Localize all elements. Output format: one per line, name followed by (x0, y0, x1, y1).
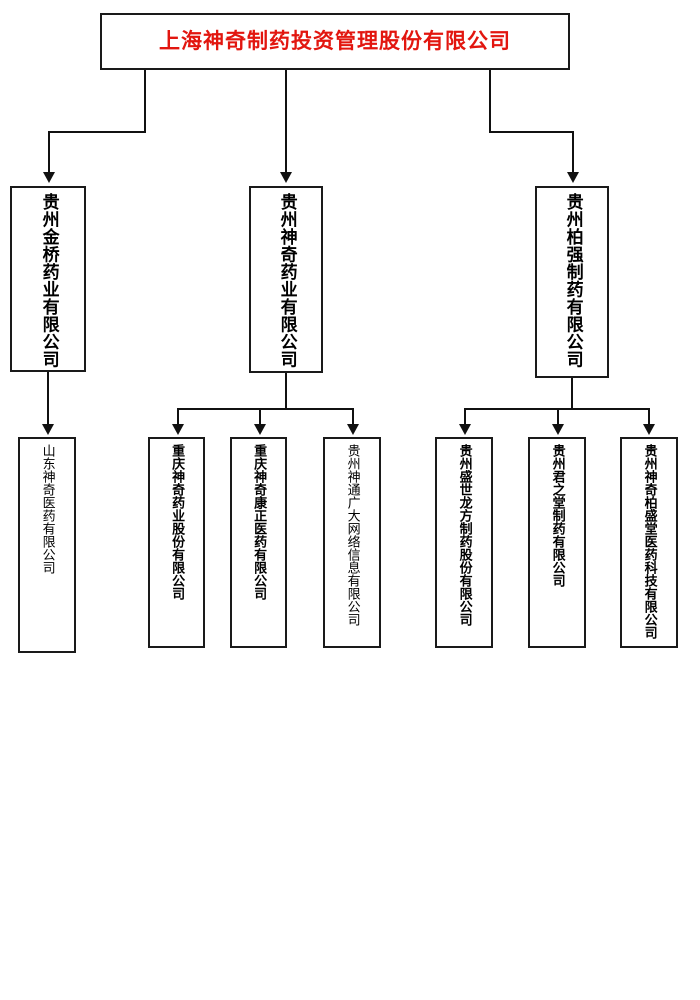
connector-baiqiang-drop-3 (648, 408, 650, 428)
connector-root-mid-v (285, 70, 287, 176)
org-node-root[interactable]: 上海神奇制药投资管理股份有限公司 (100, 13, 570, 70)
org-node-chongqing-kangzheng-label: 重庆神奇康正医药有限公司 (251, 444, 267, 600)
arrow-root-to-baiqiang (567, 172, 579, 183)
connector-root-right-v2 (572, 131, 574, 175)
org-node-shenqi-label: 贵州神奇药业有限公司 (276, 193, 297, 368)
connector-shenqi-drop-2 (259, 408, 261, 428)
org-node-baiqiang[interactable]: 贵州柏强制药有限公司 (535, 186, 609, 378)
connector-root-right-h (489, 131, 574, 133)
arrow-shenqi-to-chongqing-shenqi (172, 424, 184, 435)
connector-baiqiang-drop-1 (464, 408, 466, 428)
org-node-chongqing-shenqi[interactable]: 重庆神奇药业股份有限公司 (148, 437, 205, 648)
arrow-root-to-shenqi (280, 172, 292, 183)
org-node-shandong[interactable]: 山东神奇医药有限公司 (18, 437, 76, 653)
connector-root-left-h (49, 131, 146, 133)
connector-shenqi-drop-3 (352, 408, 354, 428)
arrow-baiqiang-to-baishengtang (643, 424, 655, 435)
org-node-baiqiang-label: 贵州柏强制药有限公司 (562, 193, 583, 368)
org-node-chongqing-shenqi-label: 重庆神奇药业股份有限公司 (169, 444, 185, 600)
connector-baiqiang-bus (464, 408, 649, 410)
connector-root-left-v1 (144, 70, 146, 132)
arrow-baiqiang-to-shengshilongfang (459, 424, 471, 435)
arrow-shenqi-to-chongqing-kangzheng (254, 424, 266, 435)
connector-shenqi-drop-1 (177, 408, 179, 428)
org-node-shengshilongfang-label: 贵州盛世龙方制药股份有限公司 (456, 444, 472, 626)
arrow-baiqiang-to-junzhitang (552, 424, 564, 435)
org-node-baishengtang-label: 贵州神奇柏盛堂医药科技有限公司 (641, 444, 657, 639)
connector-root-left-v2 (48, 131, 50, 175)
connector-shenqi-stem (285, 373, 287, 410)
connector-jinqiao-v (47, 372, 49, 428)
org-node-shentongguangda[interactable]: 贵州神通广大网络信息有限公司 (323, 437, 381, 648)
org-node-chongqing-kangzheng[interactable]: 重庆神奇康正医药有限公司 (230, 437, 287, 648)
arrow-jinqiao-to-shandong (42, 424, 54, 435)
org-node-root-label: 上海神奇制药投资管理股份有限公司 (159, 28, 511, 53)
org-node-junzhitang-label: 贵州君之堂制药有限公司 (549, 444, 565, 587)
org-node-shenqi[interactable]: 贵州神奇药业有限公司 (249, 186, 323, 373)
org-node-junzhitang[interactable]: 贵州君之堂制药有限公司 (528, 437, 586, 648)
org-node-shentongguangda-label: 贵州神通广大网络信息有限公司 (344, 444, 360, 626)
arrow-root-to-jinqiao (43, 172, 55, 183)
org-node-shandong-label: 山东神奇医药有限公司 (39, 444, 55, 574)
connector-root-right-v1 (489, 70, 491, 132)
org-node-jinqiao-label: 贵州金桥药业有限公司 (38, 193, 59, 368)
org-node-jinqiao[interactable]: 贵州金桥药业有限公司 (10, 186, 86, 372)
org-node-baishengtang[interactable]: 贵州神奇柏盛堂医药科技有限公司 (620, 437, 678, 648)
connector-baiqiang-drop-2 (557, 408, 559, 428)
org-node-shengshilongfang[interactable]: 贵州盛世龙方制药股份有限公司 (435, 437, 493, 648)
arrow-shenqi-to-shentongguangda (347, 424, 359, 435)
connector-baiqiang-stem (571, 378, 573, 410)
connector-shenqi-bus (177, 408, 354, 410)
